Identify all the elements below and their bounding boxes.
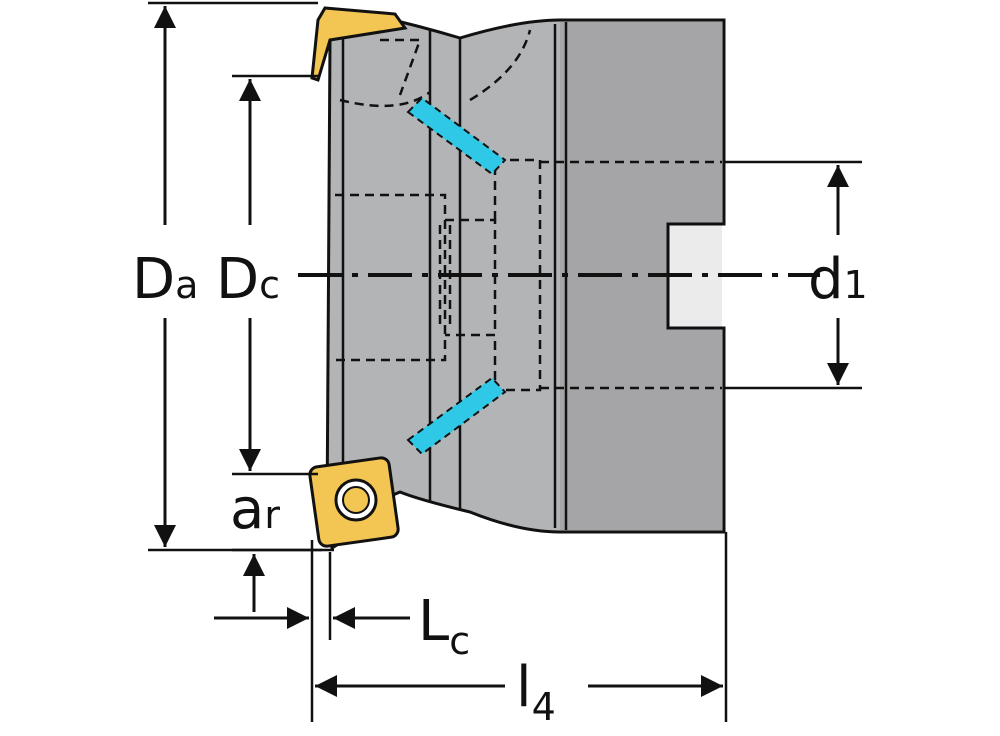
dimension-l4: l4 bbox=[315, 655, 723, 729]
label-d1: d1 bbox=[808, 247, 868, 312]
dimension-d1: d1 bbox=[808, 165, 868, 385]
cutting-insert-top bbox=[310, 6, 408, 82]
dimension-Lc: Lc bbox=[214, 589, 470, 663]
insert-screw-inner bbox=[342, 486, 370, 514]
cutting-insert-bottom bbox=[308, 456, 400, 548]
label-Da: Da bbox=[132, 247, 198, 312]
dimension-Da: Da bbox=[132, 5, 198, 547]
label-l4: l4 bbox=[516, 655, 556, 729]
dimension-ar: ar bbox=[230, 477, 322, 612]
label-ar: ar bbox=[230, 477, 280, 542]
coolant-channels bbox=[406, 96, 507, 456]
coolant-channel-bottom bbox=[406, 376, 507, 456]
coolant-channel-top bbox=[406, 96, 507, 176]
label-Lc: Lc bbox=[418, 589, 470, 663]
label-Dc: Dc bbox=[216, 247, 280, 312]
dimension-Dc: Dc bbox=[216, 79, 280, 471]
cutter-body-outline bbox=[325, 8, 726, 551]
